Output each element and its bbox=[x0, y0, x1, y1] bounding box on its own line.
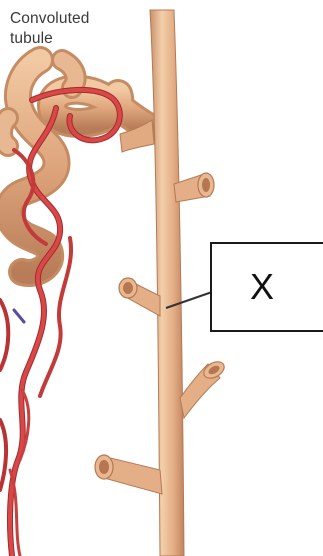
caption-line-2: tubule bbox=[10, 29, 89, 49]
label-box-x: X bbox=[210, 242, 323, 332]
duct-branch-right-upper bbox=[174, 173, 214, 202]
duct-branch-left bbox=[119, 278, 160, 316]
duct-branch-right-lower bbox=[180, 358, 227, 418]
caption-line-1: Convoluted bbox=[10, 9, 89, 29]
label-x-text: X bbox=[250, 266, 274, 308]
caption-convoluted-tubule: Convoluted tubule bbox=[10, 9, 89, 49]
duct-branch-left-lower bbox=[95, 455, 162, 494]
